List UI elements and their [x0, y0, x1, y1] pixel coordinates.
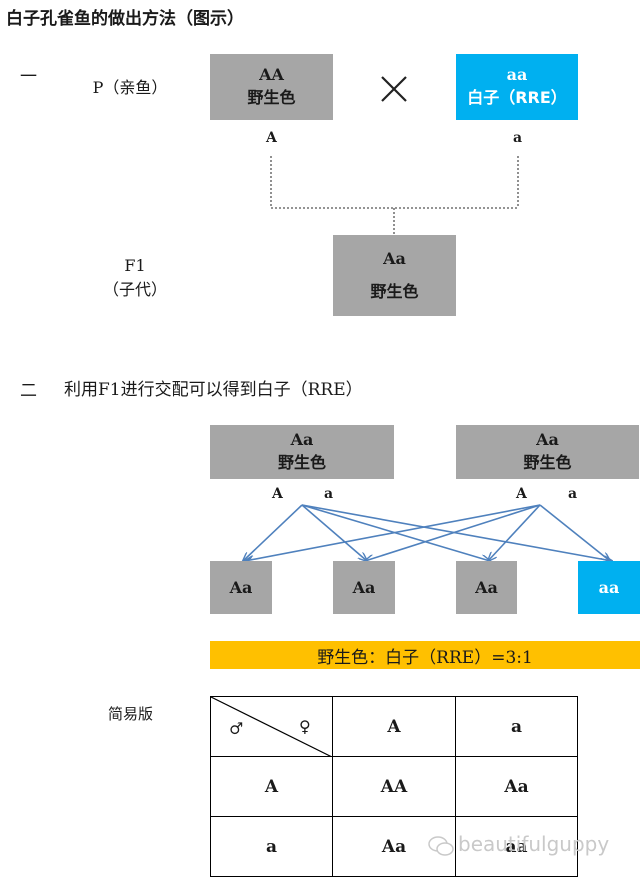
- f1-parent-right-genotype: Aa: [536, 430, 559, 449]
- left-allele-a: a: [324, 486, 334, 502]
- parent-right-phenotype: 白子（RRE）: [467, 88, 567, 107]
- punnett-row-header: a: [210, 816, 333, 877]
- section-2-heading: 利用F1进行交配可以得到白子（RRE）: [64, 380, 363, 400]
- right-allele-a: a: [568, 486, 578, 502]
- offspring-1-genotype: Aa: [229, 577, 253, 597]
- left-allele-A: A: [272, 486, 283, 502]
- parent-left-phenotype: 野生色: [247, 88, 296, 107]
- watermark-text: beautifulguppy: [458, 832, 610, 856]
- punnett-col-header: a: [455, 696, 578, 757]
- punnett-square: ♂ ♀ A a A AA Aa a Aa aa: [210, 696, 578, 877]
- punnett-cell: aa: [455, 816, 578, 877]
- punnett-cell: AA: [332, 756, 456, 817]
- page-title: 白子孔雀鱼的做出方法（图示）: [6, 9, 244, 29]
- parent-right-allele: a: [513, 130, 523, 146]
- female-symbol-icon: ♀: [299, 717, 311, 736]
- offspring-4-box: aa: [578, 561, 640, 614]
- offspring-3-box: Aa: [456, 561, 517, 614]
- f1-box: Aa 野生色: [333, 235, 456, 316]
- f1-parent-left-genotype: Aa: [290, 430, 314, 449]
- watermark: beautifulguppy: [428, 832, 609, 857]
- punnett-col-header: A: [332, 696, 456, 757]
- diagonal-line: [211, 697, 332, 757]
- offspring-3-genotype: Aa: [475, 577, 498, 597]
- offspring-2-box: Aa: [333, 561, 395, 614]
- f1-sublabel: （子代）: [102, 280, 167, 299]
- parent-right-genotype: aa: [506, 65, 528, 84]
- offspring-2-genotype: Aa: [352, 577, 376, 597]
- parent-generation-label: P（亲鱼）: [92, 78, 168, 97]
- f1-parent-right-phenotype: 野生色: [523, 453, 572, 472]
- f1-parent-left-box: Aa 野生色: [210, 425, 394, 479]
- punnett-corner-cell: ♂ ♀: [210, 696, 333, 757]
- simple-version-label: 简易版: [108, 705, 154, 723]
- offspring-1-box: Aa: [210, 561, 272, 614]
- punnett-cell: Aa: [455, 756, 578, 817]
- f1-label: F1: [124, 256, 146, 275]
- f1-genotype: Aa: [383, 248, 406, 268]
- offspring-4-genotype: aa: [598, 577, 620, 597]
- parent-left-allele: A: [266, 130, 277, 146]
- f1-phenotype: 野生色: [370, 281, 419, 301]
- punnett-cell: Aa: [332, 816, 456, 877]
- parent-left-genotype: AA: [259, 65, 284, 84]
- f1-parent-left-phenotype: 野生色: [277, 453, 326, 472]
- cross-icon: [381, 76, 407, 102]
- section-2-number: 二: [20, 381, 37, 401]
- wechat-logo-icon: [428, 835, 454, 856]
- punnett-row-header: A: [210, 756, 333, 817]
- right-allele-A: A: [516, 486, 527, 502]
- phenotype-ratio-bar: 野生色：白子（RRE）=3:1: [210, 641, 640, 669]
- parent-right-box: aa 白子（RRE）: [456, 54, 578, 120]
- parent-left-box: AA 野生色: [210, 54, 333, 120]
- f1-parent-right-box: Aa 野生色: [456, 425, 639, 479]
- male-symbol-icon: ♂: [229, 719, 244, 738]
- section-1-number: 一: [20, 67, 37, 87]
